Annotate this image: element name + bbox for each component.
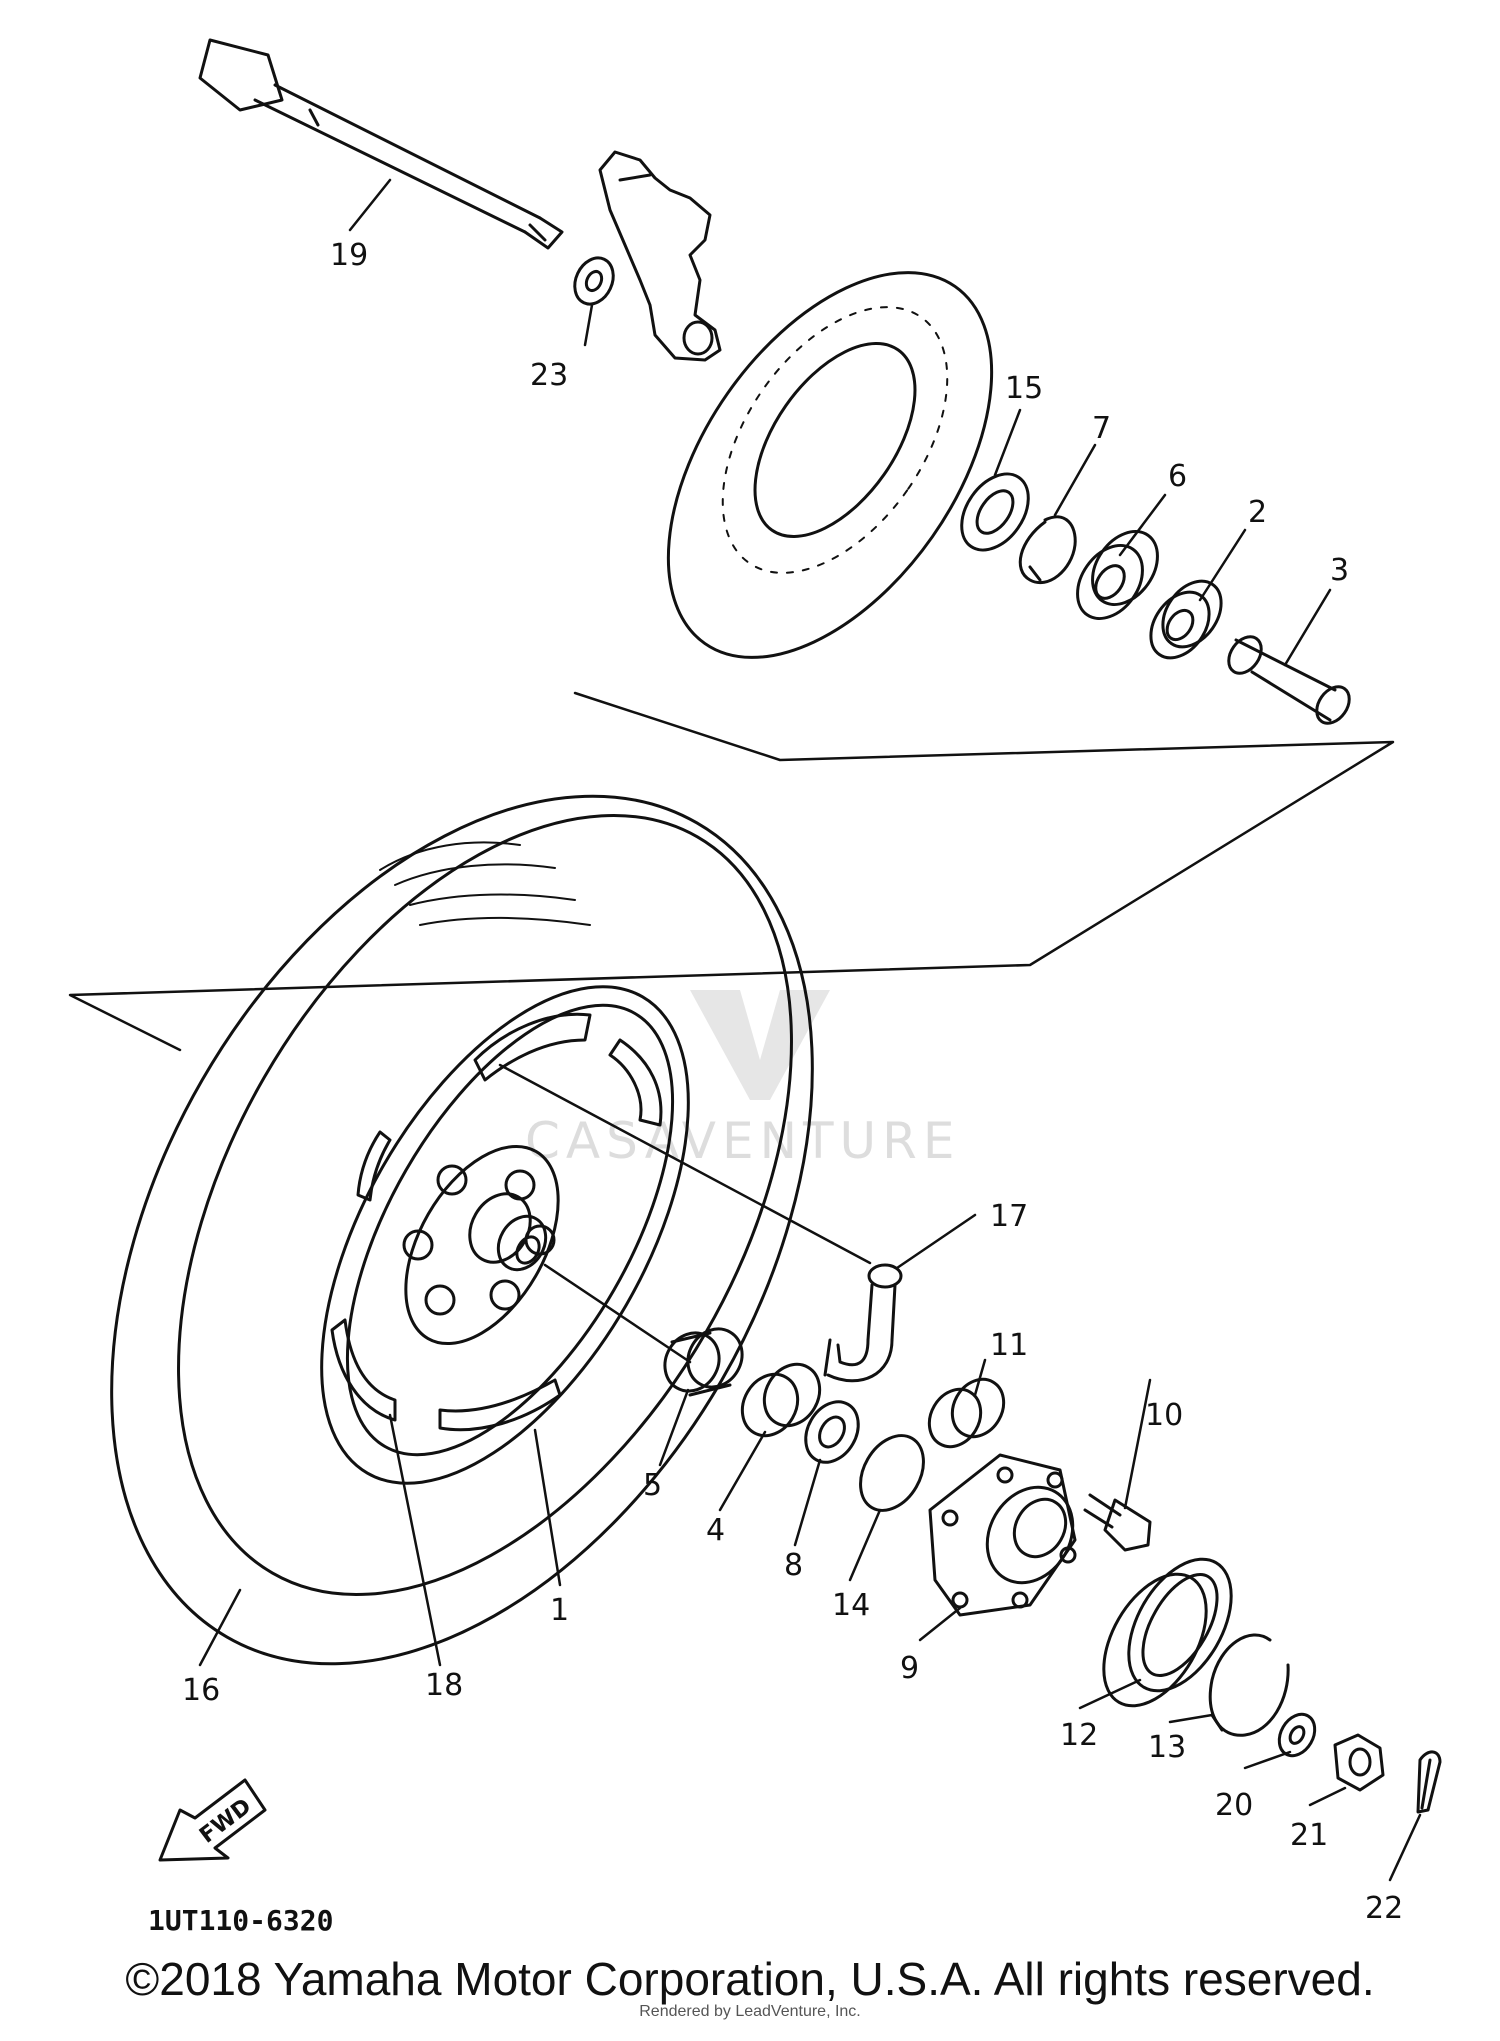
callout-1: 1 <box>550 1593 569 1628</box>
callout-11: 11 <box>990 1328 1028 1363</box>
watermark: CASAVENTURE <box>525 990 960 1170</box>
callout-13: 13 <box>1148 1730 1186 1765</box>
callout-14: 14 <box>832 1588 870 1623</box>
part-3-collar <box>1227 635 1351 725</box>
leader-lines <box>198 178 1422 1882</box>
part-11-bearing <box>927 1377 1006 1449</box>
part-8-oil-seal <box>804 1400 860 1464</box>
callout-12: 12 <box>1060 1718 1098 1753</box>
svg-text:CASAVENTURE: CASAVENTURE <box>525 1112 960 1170</box>
part-6-bearing <box>1076 530 1159 620</box>
callout-16: 16 <box>182 1673 220 1708</box>
part-19-axle <box>198 38 564 250</box>
part-4-spacer <box>740 1362 822 1438</box>
part-7-circlip <box>1018 515 1077 584</box>
brake-disc <box>666 271 994 659</box>
wheel-assembly <box>110 794 814 1666</box>
callout-19: 19 <box>330 238 368 273</box>
callout-10: 10 <box>1145 1398 1183 1433</box>
callout-9: 9 <box>900 1651 919 1686</box>
callout-5: 5 <box>643 1468 662 1503</box>
part-20-washer <box>1277 1712 1317 1758</box>
diagram-code: 1UT110-6320 <box>148 1904 333 1937</box>
part-12-drum <box>1102 1557 1233 1708</box>
part-9-hub-flange <box>928 1453 1077 1617</box>
callout-20: 20 <box>1215 1788 1253 1823</box>
part-2-spacer <box>1149 579 1223 660</box>
rendered-by-note: Rendered by LeadVenture, Inc. <box>639 2003 861 2020</box>
callout-labels: 19 23 15 7 6 2 3 17 11 10 5 4 8 14 9 12 … <box>182 238 1403 1926</box>
callout-22: 22 <box>1365 1891 1403 1926</box>
axle-centerline <box>498 1063 872 1364</box>
forward-arrow <box>158 1778 267 1862</box>
callout-21: 21 <box>1290 1818 1328 1853</box>
callout-17: 17 <box>990 1199 1028 1234</box>
part-14-o-ring <box>859 1434 925 1512</box>
part-22-cotter-pin <box>1416 1750 1442 1814</box>
part-5-bearing <box>663 1327 744 1397</box>
brake-arm <box>598 150 722 362</box>
part-21-castle-nut <box>1333 1733 1385 1792</box>
callout-3: 3 <box>1330 553 1349 588</box>
part-17-valve <box>823 1263 903 1383</box>
callout-6: 6 <box>1168 459 1187 494</box>
callout-15: 15 <box>1005 371 1043 406</box>
part-13-circlip <box>1208 1633 1290 1737</box>
callout-7: 7 <box>1092 411 1111 446</box>
callout-23: 23 <box>530 358 568 393</box>
axle-plane <box>68 691 1395 1052</box>
part-23-washer <box>573 256 615 306</box>
callout-4: 4 <box>706 1513 725 1548</box>
callout-8: 8 <box>784 1548 803 1583</box>
part-10-bolt <box>1083 1493 1152 1552</box>
callout-18: 18 <box>425 1668 463 1703</box>
callout-2: 2 <box>1248 495 1267 530</box>
copyright-notice: ©2018 Yamaha Motor Corporation, U.S.A. A… <box>125 1953 1375 2005</box>
part-15-oil-seal <box>960 472 1030 552</box>
